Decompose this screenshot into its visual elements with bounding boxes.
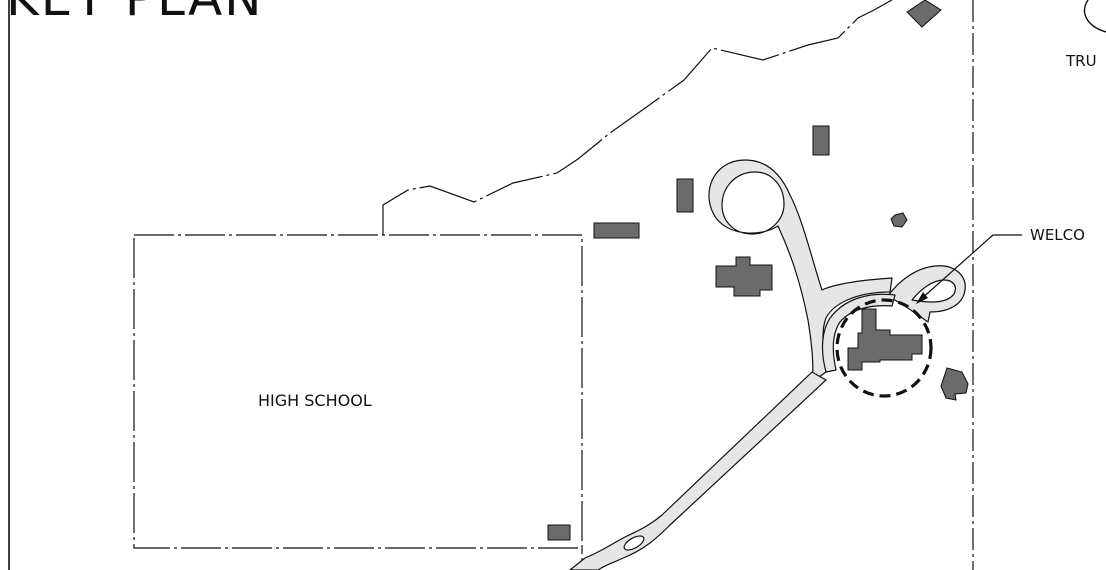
north-arrow-circle xyxy=(1083,0,1106,33)
building-northeast xyxy=(906,0,942,28)
building-southwest-small xyxy=(547,524,571,541)
main-drive xyxy=(569,371,827,570)
north-arrow-label: TRU xyxy=(1066,52,1097,70)
building-long-low xyxy=(593,222,640,239)
buildings xyxy=(547,0,969,541)
callout-leader xyxy=(919,234,1022,301)
ring-road xyxy=(821,293,896,373)
building-east-small xyxy=(940,367,969,401)
welcome-building xyxy=(847,308,923,371)
building-north-narrow xyxy=(812,125,830,156)
callout-arrowhead xyxy=(916,292,928,304)
property-line-north xyxy=(382,0,893,235)
high-school-boundary xyxy=(133,234,583,549)
plan-title: KEY PLAN xyxy=(6,0,264,23)
drive-island xyxy=(623,535,645,551)
road-network xyxy=(569,159,966,570)
high-school-label: HIGH SCHOOL xyxy=(258,391,372,410)
welcome-highlight-circle xyxy=(835,298,933,398)
welcome-callout-label: WELCO xyxy=(1030,226,1085,244)
building-east-small-hex xyxy=(890,212,908,228)
building-west-narrow xyxy=(676,178,694,213)
dropoff-loop xyxy=(887,265,966,323)
building-cross-west xyxy=(715,256,773,297)
